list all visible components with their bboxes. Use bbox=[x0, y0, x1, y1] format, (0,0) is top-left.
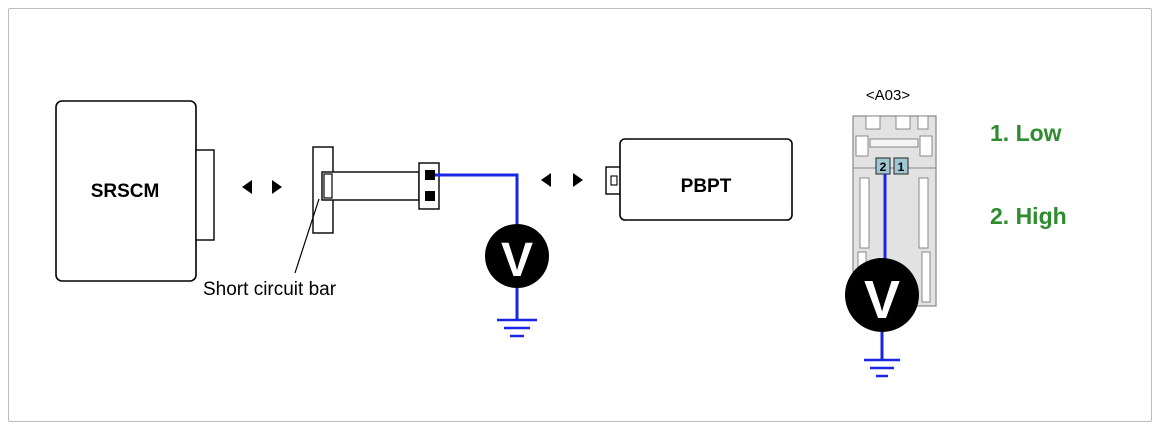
legend-item-low: 1. Low bbox=[990, 120, 1062, 146]
svg-text:2: 2 bbox=[880, 160, 887, 174]
short-bar-caption: Short circuit bar bbox=[203, 279, 337, 300]
voltmeter-right-symbol: V bbox=[864, 270, 900, 330]
legend-item-high: 2. High bbox=[990, 203, 1067, 229]
ground-icon-left bbox=[497, 318, 537, 338]
short-circuit-bar: Short circuit bar bbox=[203, 146, 420, 300]
pbpt-label: PBPT bbox=[681, 176, 732, 197]
measure-wire-left bbox=[435, 173, 519, 224]
svg-text:1: 1 bbox=[898, 160, 905, 174]
a03-pin-2: 2 bbox=[875, 157, 891, 175]
pbpt-module: PBPT bbox=[605, 138, 793, 221]
voltmeter-left-symbol: V bbox=[501, 234, 533, 287]
ground-icon-right bbox=[864, 358, 900, 378]
connector-id-label: <A03> bbox=[866, 87, 910, 104]
voltmeter-right: V bbox=[845, 258, 919, 332]
a03-pin-1: 1 bbox=[893, 157, 909, 175]
srscm-label: SRSCM bbox=[91, 181, 160, 202]
short-bar-leader-line bbox=[294, 198, 320, 274]
double-arrow-middle bbox=[541, 173, 583, 187]
srscm-module: SRSCM bbox=[55, 100, 215, 282]
harness-connector bbox=[418, 162, 440, 210]
voltmeter-left: V bbox=[485, 224, 549, 288]
double-arrow-left bbox=[242, 180, 282, 194]
